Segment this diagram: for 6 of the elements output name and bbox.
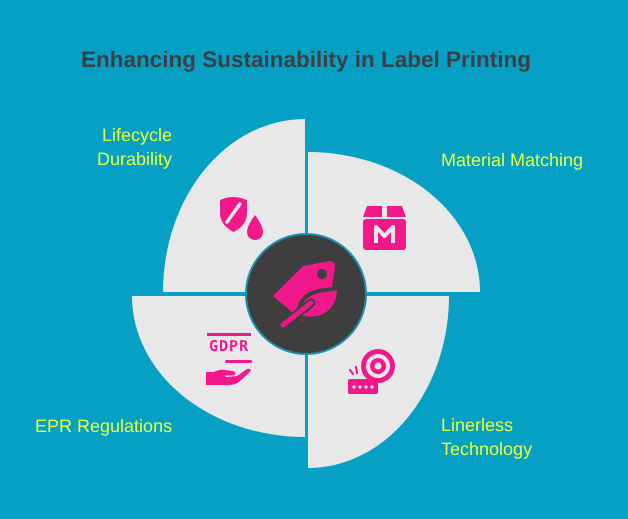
- segment-title: Material Matching: [441, 149, 584, 172]
- icon-lettering: GDPR: [207, 333, 252, 355]
- segment-title: Lifecycle Durability: [97, 124, 172, 171]
- title: Enhancing Sustainability in Label Printing: [80, 47, 532, 73]
- segment-title: EPR Regulations: [35, 415, 172, 438]
- segment-title: Linerless Technology: [441, 414, 532, 461]
